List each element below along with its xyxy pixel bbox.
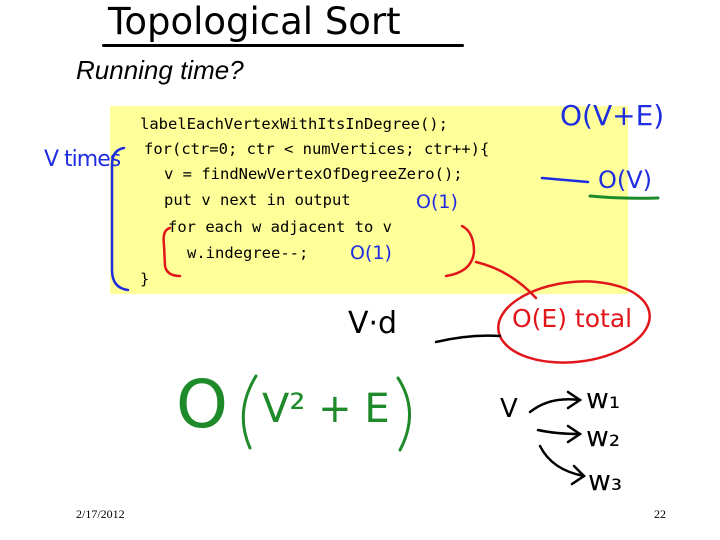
code-line-2: for(ctr=0; ctr < numVertices; ctr++){: [144, 140, 490, 158]
annotation-v-d: V·d: [348, 306, 398, 341]
black-connector-line: [434, 334, 502, 344]
code-line-1: labelEachVertexWithItsInDegree();: [140, 115, 448, 133]
big-paren-right: [396, 376, 411, 452]
graph-arrowhead-w2: [566, 424, 583, 444]
footer-date: 2/17/2012: [76, 507, 125, 521]
footer-page-number: 22: [654, 507, 666, 521]
code-line-4: put v next in output: [164, 191, 351, 209]
annotation-o-v: O(V): [598, 166, 653, 194]
graph-arrowhead-w1: [566, 390, 583, 410]
annotation-graph-w3: w₃: [588, 464, 623, 497]
title-underline: [102, 44, 464, 47]
annotation-o-v-plus-e: O(V+E): [560, 99, 665, 132]
annotation-graph-v: V: [500, 394, 518, 424]
code-line-6: w.indegree--;: [187, 244, 309, 262]
graph-arrow-w3: [538, 444, 586, 478]
blue-loop-bracket: [110, 146, 130, 292]
annotation-v-times: V times: [44, 147, 121, 172]
annotation-graph-w1: w₁: [586, 382, 621, 415]
subtitle: Running time?: [76, 55, 244, 85]
blue-connector-line: [540, 176, 590, 184]
graph-arrowhead-w3: [570, 464, 586, 486]
code-line-5: for each w adjacent to v: [168, 218, 392, 236]
graph-arrow-w1: [528, 398, 582, 414]
green-underline: [588, 194, 660, 200]
annotation-o-e-total: O(E) total: [512, 304, 633, 333]
annotation-big-o: O: [176, 366, 228, 443]
red-right-bracket: [444, 224, 476, 278]
code-line-3: v = findNewVertexOfDegreeZero();: [164, 165, 463, 183]
red-inner-bracket: [162, 226, 182, 278]
annotation-o-1-indegree: O(1): [350, 242, 392, 264]
graph-arrow-w2: [536, 428, 582, 436]
code-line-7: }: [140, 270, 150, 288]
handwritten-title: Topological Sort: [108, 0, 401, 43]
red-connector-line: [474, 260, 538, 300]
annotation-graph-w2: w₂: [586, 420, 621, 453]
big-paren-left: [241, 374, 258, 450]
annotation-big-o-inner: V² + E: [262, 386, 390, 432]
red-circle: [497, 280, 651, 364]
code-box: labelEachVertexWithItsInDegree(); for(ct…: [110, 106, 628, 294]
annotation-o-1-put: O(1): [416, 191, 458, 213]
